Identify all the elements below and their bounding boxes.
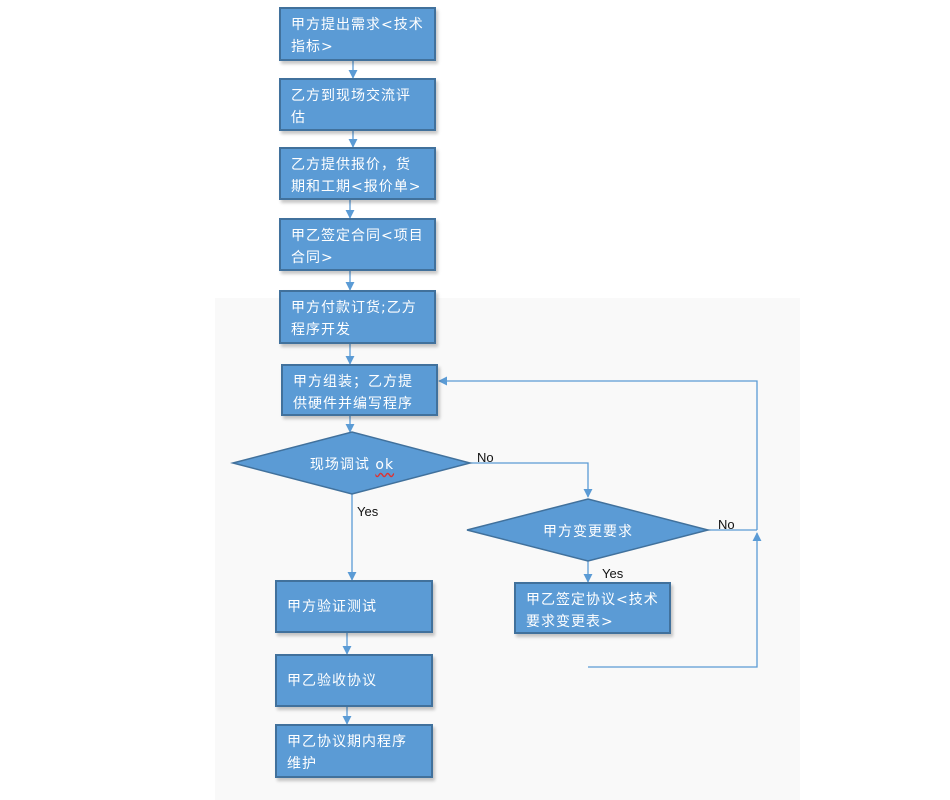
step-sign-change-agreement: 甲乙签定协议<技术要求变更表> [514,582,671,634]
step-payment-development: 甲方付款订货;乙方程序开发 [279,290,436,344]
decision-site-debug-text: 现场调试 ok [262,454,442,474]
step-sign-contract-label: 甲乙签定合同<项目合同> [291,228,424,266]
loop-back-to-s6 [438,376,758,530]
step-assembly-programming: 甲方组装；乙方提供硬件并编写程序 [281,364,438,416]
label-d1-no: No [477,450,494,465]
decision-diamond-site-debug [230,431,473,495]
label-d2-no: No [718,517,735,532]
label-d2-yes: Yes [602,566,624,581]
step-requirements-label: 甲方提出需求<技术指标> [291,17,424,55]
step-quotation: 乙方提供报价，货期和工期<报价单> [279,147,436,200]
step-verification-test-label: 甲方验证测试 [287,599,377,615]
step-site-evaluation: 乙方到现场交流评估 [279,78,436,131]
step-payment-development-label: 甲方付款订货;乙方程序开发 [291,300,417,338]
step-sign-contract: 甲乙签定合同<项目合同> [279,218,436,271]
step-site-evaluation-label: 乙方到现场交流评估 [291,88,411,126]
arrow-d1-no-d2 [470,462,593,498]
decision-change-request-text: 甲方变更要求 [498,521,678,541]
step-sign-change-agreement-label: 甲乙签定协议<技术要求变更表> [526,592,659,630]
decision-site-debug-label: 现场调试 [309,457,376,473]
loop-return-line [588,532,762,668]
step-assembly-programming-label: 甲方组装；乙方提供硬件并编写程序 [293,374,413,412]
step-requirements: 甲方提出需求<技术指标> [279,7,436,61]
step-acceptance-agreement: 甲乙验收协议 [275,654,433,707]
decision-site-debug-ok: ok [375,457,395,473]
step-acceptance-agreement-label: 甲乙验收协议 [287,673,377,689]
step-quotation-label: 乙方提供报价，货期和工期<报价单> [291,157,422,195]
decision-change-request-label: 甲方变更要求 [543,524,633,540]
decision-diamond-change-request [466,498,711,562]
step-maintenance: 甲乙协议期内程序维护 [275,724,433,778]
label-d1-yes: Yes [357,504,379,519]
step-verification-test: 甲方验证测试 [275,580,433,633]
step-maintenance-label: 甲乙协议期内程序维护 [287,734,407,772]
